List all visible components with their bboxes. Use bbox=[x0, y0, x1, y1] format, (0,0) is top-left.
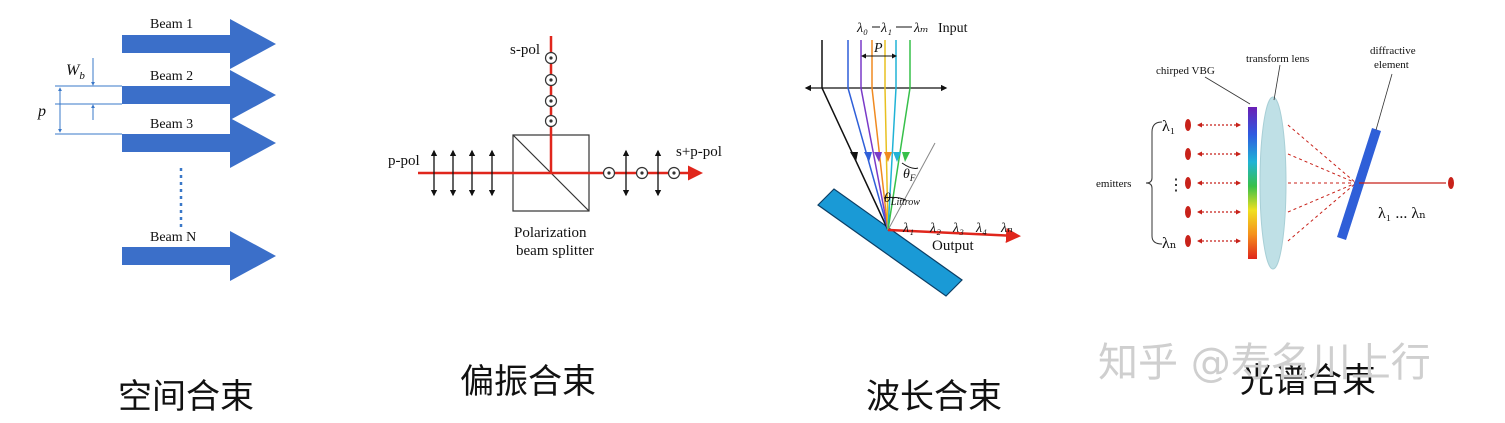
panel-wavelength: λ₀ λ₁ λₘ Input P θF θLittrow λ₁ λ₂ λ₃ λ₄… bbox=[804, 21, 1021, 417]
s-pol-circle-dots bbox=[549, 56, 553, 123]
converging-rays bbox=[1287, 124, 1357, 242]
chirped-vbg bbox=[1248, 107, 1257, 259]
spectral-lambda-n: λₙ bbox=[1162, 235, 1177, 252]
emitters-bracket bbox=[1145, 121, 1163, 245]
out-lambda-3: λ₃ bbox=[952, 221, 964, 236]
caption-spectral: 光谱合束 bbox=[1240, 361, 1376, 401]
emitters-label: emitters bbox=[1096, 178, 1131, 190]
transform-lens bbox=[1259, 96, 1287, 270]
spectral-output-label: λ₁ ... λₙ bbox=[1378, 205, 1426, 222]
beam-arrow-3 bbox=[122, 118, 276, 168]
diffractive-element bbox=[1337, 128, 1381, 240]
sp-pol-label: s+p-pol bbox=[676, 144, 722, 160]
theta-littrow-arc bbox=[883, 196, 907, 201]
output-beam bbox=[887, 227, 1021, 243]
splitter-label-1: Polarization bbox=[514, 225, 587, 241]
wb-label: Wb bbox=[66, 62, 85, 82]
transform-lens-label: transform lens bbox=[1246, 53, 1309, 65]
output-label: Output bbox=[932, 238, 975, 254]
input-label: Input bbox=[938, 21, 968, 36]
watermark-text: 知乎 @寿名川上行 bbox=[1098, 340, 1431, 386]
beam-1-label: Beam 1 bbox=[150, 17, 193, 32]
out-lambda-n: λₙ bbox=[1000, 221, 1013, 236]
emitter-dots bbox=[1185, 119, 1191, 247]
spectral-output-spot bbox=[1448, 177, 1454, 189]
panel-polarization: s-pol p-pol s+p-pol Polarization beam sp… bbox=[388, 36, 722, 402]
beam-n-label: Beam N bbox=[150, 230, 196, 245]
caption-spatial: 空间合束 bbox=[118, 377, 254, 417]
beam-arrow-1 bbox=[122, 19, 276, 69]
beam-3-label: Beam 3 bbox=[150, 117, 193, 132]
lambda-m-label: λₘ bbox=[913, 21, 929, 36]
beam-arrow-n bbox=[122, 231, 276, 281]
lambda-0-label: λ₀ bbox=[856, 21, 868, 36]
caption-wavelength: 波长合束 bbox=[866, 377, 1002, 417]
chirped-vbg-label: chirped VBG bbox=[1156, 65, 1215, 77]
emitter-ellipsis: ⋮ bbox=[1168, 177, 1184, 194]
diffractive-label-1: diffractive bbox=[1370, 45, 1416, 57]
theta-littrow-label: θLittrow bbox=[884, 191, 920, 208]
p-label: p bbox=[37, 103, 46, 120]
spectral-lambda-1: λ₁ bbox=[1162, 118, 1175, 135]
beam-arrow-2 bbox=[122, 70, 276, 120]
grating-normal bbox=[887, 142, 936, 231]
p-pol-double-arrows bbox=[430, 149, 496, 197]
diffraction-grating bbox=[817, 188, 963, 297]
splitter-label-2: beam splitter bbox=[516, 243, 594, 259]
lambda-1-label: λ₁ bbox=[880, 21, 892, 36]
focus-arrowheads bbox=[850, 152, 910, 162]
diffractive-label-2: element bbox=[1374, 59, 1409, 71]
cavity-arrows bbox=[1196, 122, 1242, 244]
element-leader bbox=[1375, 73, 1393, 131]
caption-polarization: 偏振合束 bbox=[460, 362, 596, 402]
panel-spectral: ⋮ chirped VBG transform lens diffractive… bbox=[1096, 45, 1454, 401]
output-double-arrows bbox=[622, 149, 662, 197]
vbg-leader bbox=[1204, 76, 1251, 105]
out-lambda-4: λ₄ bbox=[975, 221, 987, 236]
lens-leader bbox=[1273, 64, 1281, 101]
theta-f-label: θF bbox=[903, 167, 916, 183]
out-lambda-2: λ₂ bbox=[929, 221, 941, 236]
output-circle-dots bbox=[607, 171, 676, 175]
out-lambda-1: λ₁ bbox=[902, 221, 914, 236]
p-pol-label: p-pol bbox=[388, 153, 420, 169]
pitch-p-label: P bbox=[873, 41, 883, 56]
beam-2-label: Beam 2 bbox=[150, 69, 193, 84]
s-pol-label: s-pol bbox=[510, 42, 540, 58]
theta-f-arc bbox=[901, 162, 919, 169]
panel-spatial: Beam 1 Beam 2 Beam 3 Beam N Wb p 空间合束 bbox=[37, 17, 276, 417]
